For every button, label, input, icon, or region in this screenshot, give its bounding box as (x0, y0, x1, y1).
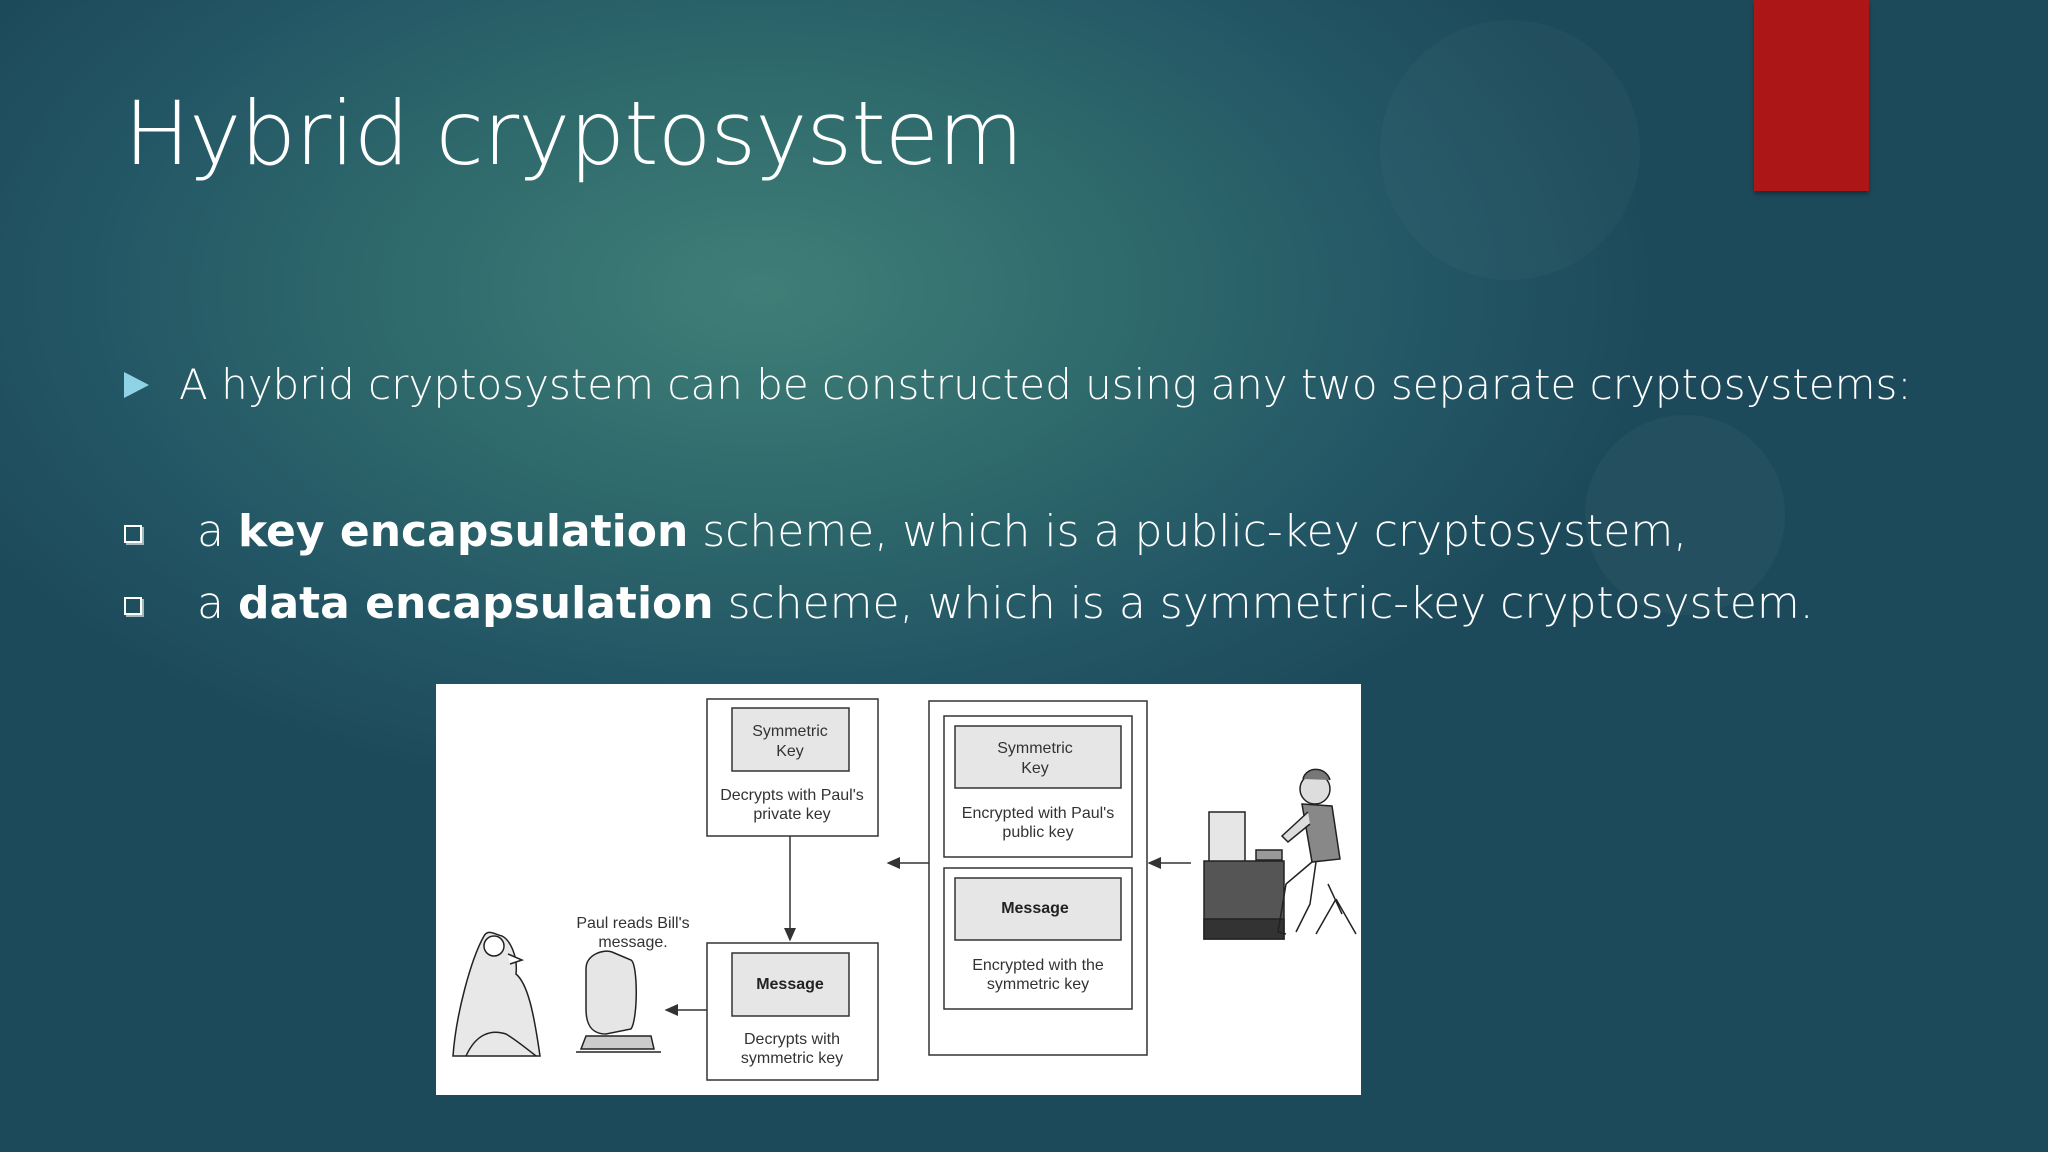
decrypt-private-line1: Decrypts with Paul's (720, 787, 864, 804)
paul-reads-line1: Paul reads Bill's (576, 915, 689, 932)
sym-key-left-line1: Symmetric (752, 723, 828, 740)
encrypt-symmetric-line1: Encrypted with the (972, 957, 1104, 974)
encrypt-symmetric-line2: symmetric key (987, 976, 1089, 993)
main-bullet: A hybrid cryptosystem can be constructed… (124, 360, 1912, 410)
triangle-bullet-icon (124, 371, 149, 398)
decrypt-key-box: Symmetric Key Decrypts with Paul's priva… (706, 698, 879, 837)
paul-reads-line2: message. (598, 934, 667, 951)
sub-bullet-prefix: a (197, 578, 238, 629)
sub-bullet-term: key encapsulation (237, 506, 689, 557)
sub-bullet-term: data encapsulation (237, 578, 714, 629)
message-right-label: Message (1001, 900, 1069, 917)
slide-title: Hybrid cryptosystem (124, 82, 1024, 185)
sender-computer-icon (1203, 811, 1285, 940)
sub-bullet-prefix: a (197, 506, 238, 557)
sym-key-left-line2: Key (776, 743, 804, 760)
accent-bar (1754, 0, 1869, 191)
encrypted-envelope: Symmetric Key Encrypted with Paul's publ… (928, 700, 1148, 1056)
encrypt-public-line2: public key (1002, 824, 1073, 841)
sub-bullet-key-encapsulation: a key encapsulation scheme, which is a p… (124, 506, 1687, 559)
sub-bullet-rest: scheme, which is a public-key cryptosyst… (688, 506, 1688, 557)
decrypt-symmetric-line2: symmetric key (741, 1050, 843, 1067)
receiver-computer-icon (576, 950, 661, 1053)
sym-key-right-line2: Key (1021, 760, 1049, 777)
square-bullet-icon (124, 525, 142, 543)
square-bullet-icon (124, 597, 142, 615)
receiver-person-icon (452, 931, 541, 1057)
decrypt-symmetric-line1: Decrypts with (744, 1031, 840, 1048)
encrypt-public-line1: Encrypted with Paul's (962, 805, 1114, 822)
decrypt-private-line2: private key (753, 806, 830, 823)
decrypt-message-box: Message Decrypts with symmetric key (706, 942, 879, 1081)
background-decoration (1380, 20, 1640, 280)
sub-bullet-rest: scheme, which is a symmetric-key cryptos… (713, 578, 1814, 629)
main-bullet-text: A hybrid cryptosystem can be constructed… (179, 360, 1912, 409)
sym-key-right-line1: Symmetric (997, 740, 1073, 757)
sub-bullet-data-encapsulation: a data encapsulation scheme, which is a … (124, 578, 1814, 631)
message-left-label: Message (756, 976, 824, 993)
sender-person-icon (1277, 768, 1357, 935)
hybrid-encryption-diagram: Symmetric Key Decrypts with Paul's priva… (436, 684, 1361, 1095)
